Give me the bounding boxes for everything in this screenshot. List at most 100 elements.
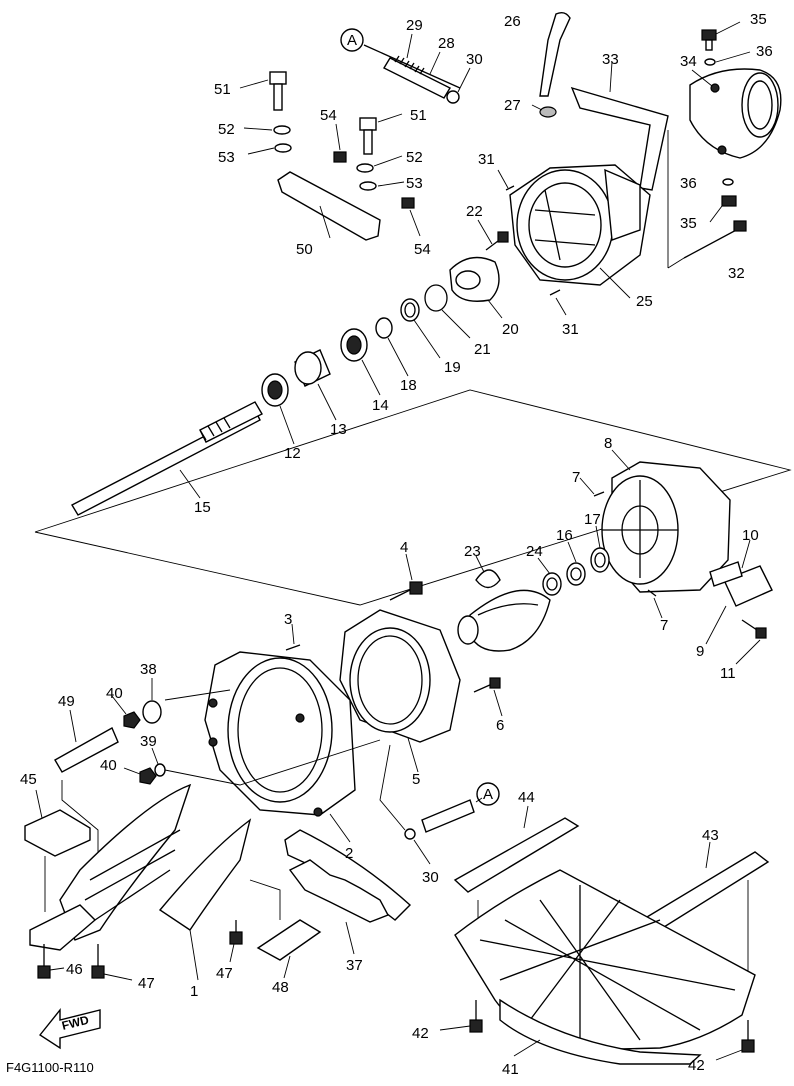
label-46: 46	[66, 961, 83, 978]
part-2-intake-duct	[204, 651, 356, 817]
part-3-pin	[285, 644, 301, 651]
label-12: 12	[284, 445, 301, 462]
fwd-label: FWD	[60, 1013, 90, 1033]
label-49: 49	[58, 693, 75, 710]
part-23-impeller	[457, 569, 551, 652]
label-18: 18	[400, 377, 417, 394]
label-15: 15	[194, 499, 211, 516]
part-31-pin-top	[505, 185, 515, 191]
part-43-rail	[640, 851, 770, 933]
label-14: 14	[372, 397, 389, 414]
label-37: 37	[346, 957, 363, 974]
label-7-upper: 7	[572, 469, 580, 486]
part-38-washer	[142, 700, 162, 724]
part-40-nut-upper	[123, 711, 141, 729]
label-1: 1	[190, 983, 198, 1000]
part-1-intake-grate	[29, 783, 252, 951]
part-26-hose	[539, 11, 571, 97]
part-37-rubber-strip	[284, 829, 412, 923]
label-51-left: 51	[214, 81, 231, 98]
label-29: 29	[406, 17, 423, 34]
part-40-nut-lower	[139, 767, 157, 785]
label-23: 23	[464, 543, 481, 560]
part-8-impeller-housing	[601, 461, 731, 593]
label-21: 21	[474, 341, 491, 358]
part-54-bolt-lower	[401, 197, 415, 209]
label-24: 24	[526, 543, 543, 560]
label-5: 5	[412, 771, 420, 788]
label-35-bottom: 35	[680, 215, 697, 232]
label-16: 16	[556, 527, 573, 544]
part-48-plate	[256, 919, 322, 961]
part-52-washer-right	[356, 163, 374, 173]
part-47-bolt-right	[229, 931, 243, 945]
part-24-spacer	[542, 572, 562, 596]
part-50-bracket	[277, 171, 381, 241]
part-21-o-ring	[424, 284, 448, 312]
label-25: 25	[636, 293, 653, 310]
part-42-bolt-left	[469, 1019, 483, 1033]
part-51-bolt-left	[269, 71, 287, 85]
label-39: 39	[140, 733, 157, 750]
label-38: 38	[140, 661, 157, 678]
part-53-washer-right	[359, 181, 377, 191]
part-29-thread	[394, 55, 425, 75]
part-36-washer-bottom	[722, 178, 734, 186]
part-28-rod	[383, 57, 451, 99]
label-17: 17	[584, 511, 601, 528]
part-52-washer-left	[273, 125, 291, 135]
part-49-plate	[54, 727, 119, 773]
label-10: 10	[742, 527, 759, 544]
label-20: 20	[502, 321, 519, 338]
part-54-bolt-upper	[333, 151, 347, 163]
part-27-clamp	[539, 106, 557, 118]
label-52-right: 52	[406, 149, 423, 166]
part-30-clip-bottom	[404, 828, 416, 840]
label-40-lower: 40	[100, 757, 117, 774]
part-47-bolt-left	[91, 965, 105, 979]
label-36-top: 36	[756, 43, 773, 60]
part-5-liner-housing	[339, 609, 461, 743]
part-53-washer-left	[274, 143, 292, 153]
part-15-drive-shaft	[71, 401, 263, 516]
part-39-washer	[154, 763, 166, 777]
part-18-washer	[375, 317, 393, 339]
label-41: 41	[502, 1061, 519, 1078]
part-28-rod-lower	[421, 799, 475, 833]
part-31-pin-bottom	[549, 289, 561, 296]
part-44-rail	[453, 817, 580, 893]
label-50: 50	[296, 241, 313, 258]
label-42-right: 42	[688, 1057, 705, 1074]
label-31-bottom: 31	[562, 321, 579, 338]
label-32: 32	[728, 265, 745, 282]
part-19-sleeve	[400, 298, 420, 322]
label-53-right: 53	[406, 175, 423, 192]
label-43: 43	[702, 827, 719, 844]
part-32-long-bolt	[683, 227, 741, 259]
part-9-gasket	[709, 561, 743, 587]
label-40-upper: 40	[106, 685, 123, 702]
label-8: 8	[604, 435, 612, 452]
label-51-right: 51	[410, 107, 427, 124]
label-54-lower: 54	[414, 241, 431, 258]
label-11: 11	[720, 665, 736, 682]
label-26: 26	[504, 13, 521, 30]
part-30-clip-top	[446, 90, 460, 104]
label-30-top: 30	[466, 51, 483, 68]
label-2: 2	[345, 845, 353, 862]
part-36-washer-top	[704, 58, 716, 66]
label-54-upper: 54	[320, 107, 337, 124]
callout-a-top	[340, 28, 364, 52]
label-27: 27	[504, 97, 521, 114]
part-46-bolt	[37, 965, 51, 979]
part-7-pin-upper	[593, 491, 605, 497]
label-52-left: 52	[218, 121, 235, 138]
label-19: 19	[444, 359, 461, 376]
part-17-seal	[590, 547, 610, 573]
part-51-bolt-right	[359, 117, 377, 131]
part-35-bolt-bottom	[721, 195, 737, 207]
label-3: 3	[284, 611, 292, 628]
label-47-left: 47	[138, 975, 155, 992]
label-4: 4	[400, 539, 408, 556]
